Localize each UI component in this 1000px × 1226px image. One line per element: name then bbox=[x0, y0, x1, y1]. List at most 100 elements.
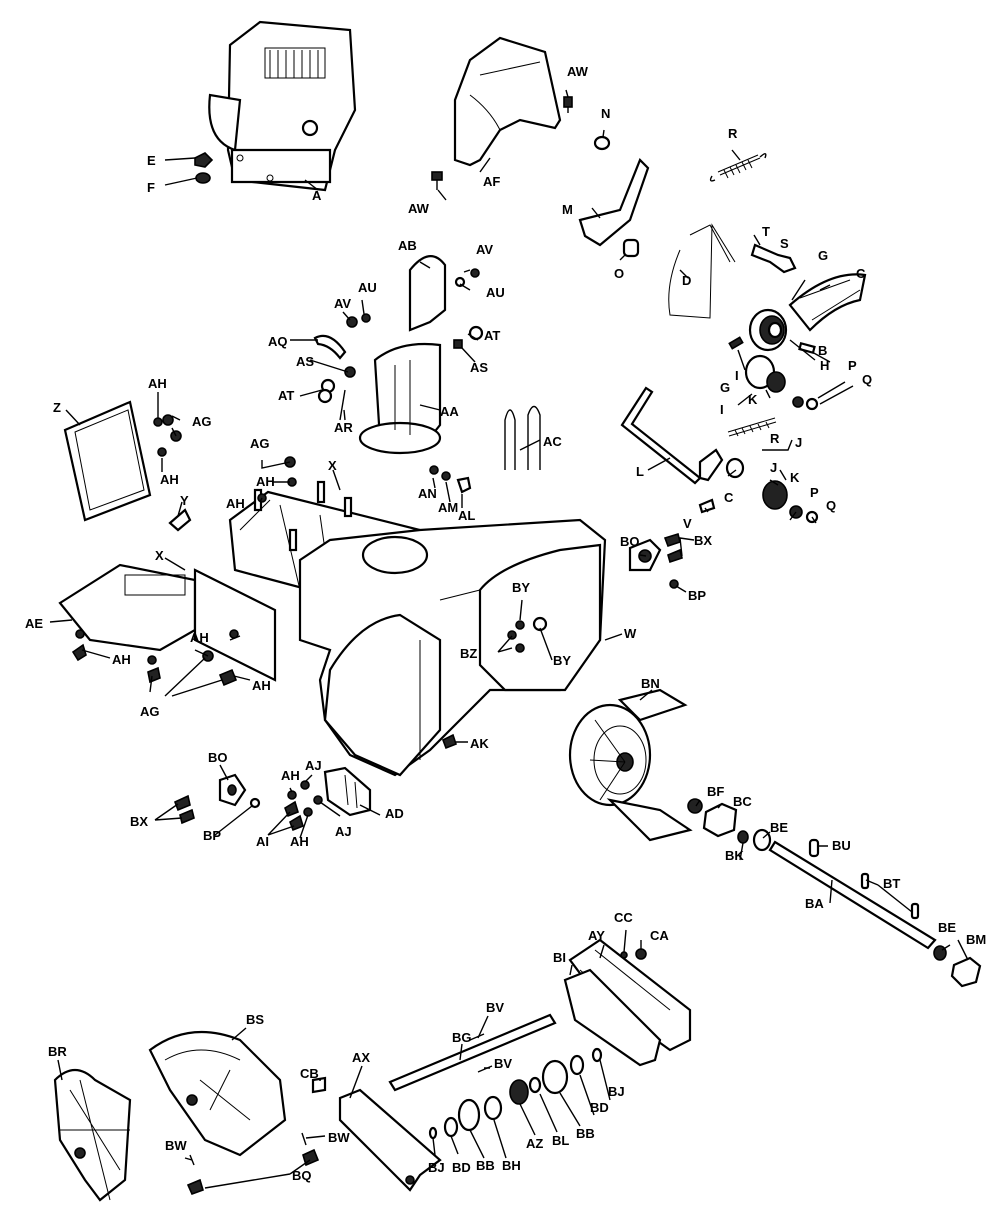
label-bp-2: BP bbox=[203, 828, 221, 843]
label-r-2: R bbox=[770, 431, 780, 446]
label-f: F bbox=[147, 180, 155, 195]
label-n: N bbox=[601, 106, 610, 121]
skid-shoe-ad bbox=[323, 766, 372, 817]
label-be-2: BE bbox=[938, 920, 956, 935]
bolt-v bbox=[698, 498, 716, 514]
pin-bu bbox=[808, 838, 820, 858]
bolt-bq bbox=[302, 1148, 320, 1167]
label-bd-1: BD bbox=[452, 1160, 471, 1175]
label-au-1: AU bbox=[486, 285, 505, 300]
label-r-1: R bbox=[728, 126, 738, 141]
label-al: AL bbox=[458, 508, 475, 523]
label-s: S bbox=[780, 236, 789, 251]
label-bu: BU bbox=[832, 838, 851, 853]
nut-an bbox=[429, 465, 439, 475]
label-aw-1: AW bbox=[567, 64, 589, 79]
label-bs: BS bbox=[246, 1012, 264, 1027]
bolt-ag-2 bbox=[71, 643, 87, 662]
label-a: A bbox=[312, 188, 322, 203]
auger-housing-w bbox=[298, 518, 607, 777]
label-bt: BT bbox=[883, 876, 900, 891]
label-ai: AI bbox=[256, 834, 269, 849]
label-bb-2: BB bbox=[576, 1126, 595, 1141]
nut-au bbox=[454, 276, 466, 288]
impeller-bn bbox=[568, 688, 693, 842]
label-ae: AE bbox=[25, 616, 43, 631]
pin-bv bbox=[469, 1033, 485, 1041]
label-bq: BQ bbox=[292, 1168, 312, 1183]
label-bp-1: BP bbox=[688, 588, 706, 603]
washer-as-2 bbox=[344, 366, 356, 378]
label-av-2: AV bbox=[334, 296, 351, 311]
label-ah-6: AH bbox=[190, 630, 209, 645]
label-o: O bbox=[614, 266, 624, 281]
label-j-2: J bbox=[770, 460, 777, 475]
shift-rod-l bbox=[620, 386, 702, 485]
nut-av bbox=[470, 268, 480, 278]
label-ax: AX bbox=[352, 1050, 370, 1065]
label-aa: AA bbox=[440, 404, 459, 419]
pin-bt-2 bbox=[910, 902, 920, 920]
bearing-housing-ax bbox=[338, 1088, 442, 1192]
bolt-as bbox=[453, 339, 463, 349]
bolt-bx-2 bbox=[667, 548, 683, 564]
gear-housing-bi bbox=[563, 968, 662, 1067]
label-bd-2: BD bbox=[590, 1100, 609, 1115]
label-bo-2: BO bbox=[208, 750, 228, 765]
bolt-s bbox=[750, 243, 797, 274]
screw-ca bbox=[635, 948, 647, 960]
label-bg: BG bbox=[452, 1030, 472, 1045]
plate-z bbox=[63, 400, 152, 522]
label-bb-1: BB bbox=[476, 1158, 495, 1173]
label-g-2: G bbox=[720, 380, 730, 395]
nut-ah-6 bbox=[147, 655, 157, 665]
label-bv-2: BV bbox=[494, 1056, 512, 1071]
label-ag-2: AG bbox=[250, 436, 270, 451]
label-ca: CA bbox=[650, 928, 669, 943]
part-labels: A E F AF AW AW N R M O D T S G C B H G I… bbox=[25, 64, 986, 1183]
bolt-bx-4 bbox=[179, 808, 195, 825]
label-af: AF bbox=[483, 174, 500, 189]
auger-br bbox=[53, 1068, 132, 1202]
lever-c bbox=[698, 448, 724, 482]
label-ah-1: AH bbox=[148, 376, 167, 391]
washer-at bbox=[468, 325, 484, 341]
nut-ah-10 bbox=[303, 807, 313, 817]
label-bw-2: BW bbox=[165, 1138, 187, 1153]
label-as-1: AS bbox=[470, 360, 488, 375]
label-m: M bbox=[562, 202, 573, 217]
label-bf: BF bbox=[707, 784, 724, 799]
nut-q bbox=[805, 397, 819, 411]
label-bl: BL bbox=[552, 1133, 569, 1148]
label-aj-1: AJ bbox=[305, 758, 322, 773]
label-at-1: AT bbox=[484, 328, 500, 343]
label-ac: AC bbox=[543, 434, 562, 449]
block-bm bbox=[950, 956, 982, 988]
label-ah-2: AH bbox=[160, 472, 179, 487]
label-k-2: K bbox=[790, 470, 800, 485]
bolt-y bbox=[168, 508, 192, 532]
bolt-bq-2 bbox=[186, 1178, 204, 1196]
label-bx-2: BX bbox=[130, 814, 148, 829]
label-ak: AK bbox=[470, 736, 489, 751]
label-l: L bbox=[636, 464, 644, 479]
label-ah-9: AH bbox=[290, 834, 309, 849]
nut-au-2 bbox=[361, 313, 371, 323]
label-bo-1: BO bbox=[620, 534, 640, 549]
shaft-ba bbox=[768, 840, 937, 950]
label-aw-2: AW bbox=[408, 201, 430, 216]
label-x-1: X bbox=[328, 458, 337, 473]
bolt-cb bbox=[311, 1076, 327, 1094]
washer-at-3 bbox=[317, 388, 333, 404]
label-bn: BN bbox=[641, 676, 660, 691]
key-g bbox=[728, 336, 744, 350]
label-ah-4: AH bbox=[226, 496, 245, 511]
label-d: D bbox=[682, 273, 691, 288]
pulley-j bbox=[725, 457, 788, 510]
chute-deflector-ab bbox=[408, 255, 447, 332]
spring-r-2 bbox=[727, 417, 777, 437]
label-b: B bbox=[818, 343, 827, 358]
label-bh: BH bbox=[502, 1158, 521, 1173]
bolt-ai bbox=[284, 800, 299, 818]
